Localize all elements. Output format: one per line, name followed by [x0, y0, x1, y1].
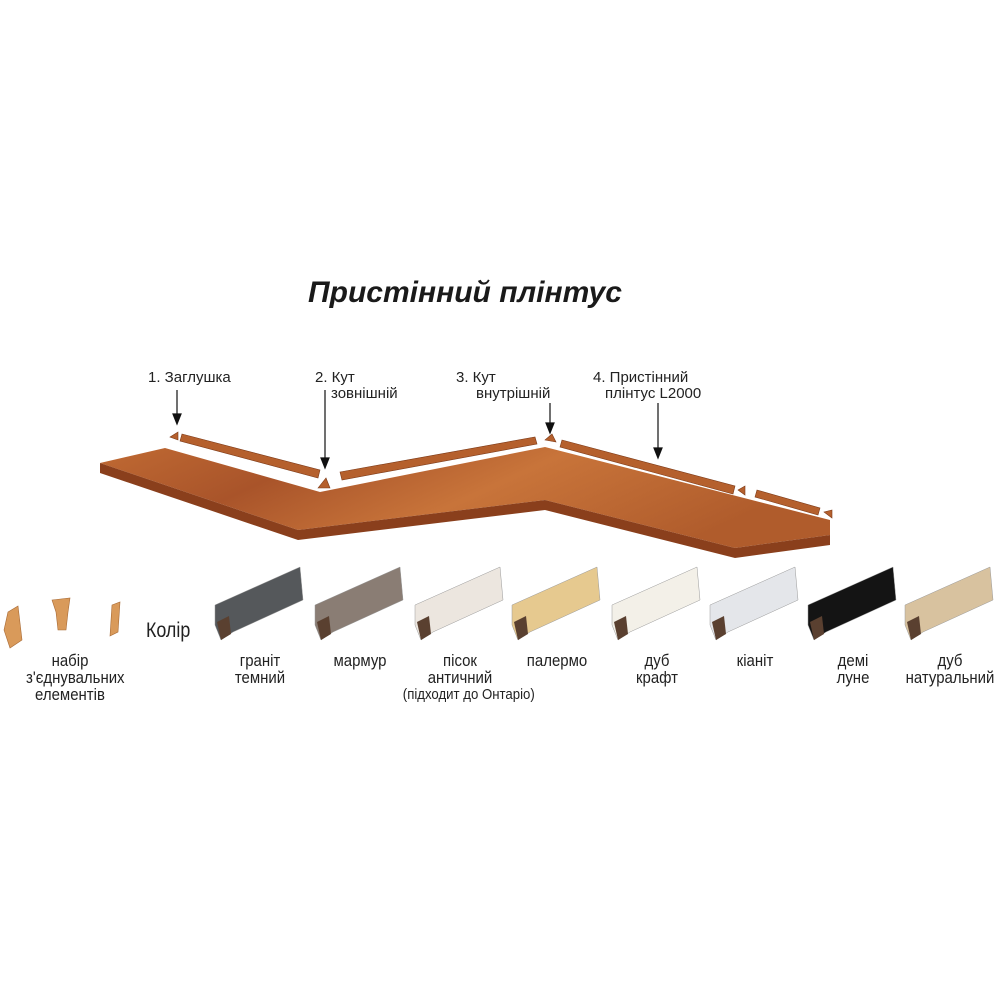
swatch-5: [709, 566, 799, 641]
arrow-head-icon: [320, 457, 330, 470]
end-cap-icon: [823, 509, 833, 519]
color-caption: мармур: [303, 652, 417, 669]
swatch-3: [511, 566, 601, 641]
color-caption: палермо: [500, 652, 614, 669]
callout-label: 1. Заглушка: [148, 369, 231, 386]
plinth-profile-icon: [214, 566, 304, 641]
plinth-lip-icon: [907, 616, 921, 640]
plinth-profile-icon: [511, 566, 601, 641]
connectors-caption: набір з'єднувальних елементів: [26, 651, 125, 704]
plinth-profile-icon: [314, 566, 404, 641]
swatch-0: [214, 566, 304, 641]
countertop: [100, 447, 830, 558]
callout-label: 3. Кут: [456, 369, 496, 386]
caption-line: демі: [837, 651, 869, 670]
plinth-lip-icon: [217, 616, 231, 640]
plinth-lip-icon: [712, 616, 726, 640]
swatch-7: [904, 566, 994, 641]
swatch-2: [414, 566, 504, 641]
caption-line: кіаніт: [736, 651, 774, 670]
arrows: [172, 390, 663, 470]
plinth-lip-icon: [317, 616, 331, 640]
plinth-lip-icon: [514, 616, 528, 640]
plinth-profile-icon: [414, 566, 504, 641]
end-cap-piece-icon: [3, 605, 23, 649]
caption-line: палермо: [526, 651, 588, 670]
color-label: Колір: [146, 619, 191, 642]
caption-line: темний: [234, 668, 286, 687]
callout-label: внутрішній: [476, 385, 551, 402]
swatch-4: [611, 566, 701, 641]
end-cap-icon: [169, 431, 179, 441]
swatch-1: [314, 566, 404, 641]
callout-end-cap: 1. Заглушка: [148, 370, 231, 386]
caption-line: луне: [836, 668, 870, 687]
caption-line: дуб: [937, 651, 963, 670]
callout-label: плінтус L2000: [605, 385, 702, 402]
caption-line: крафт: [635, 668, 679, 687]
end-cap-icon: [737, 485, 746, 496]
corner-piece-icon: [51, 597, 71, 631]
callout-label: 2. Кут: [315, 369, 355, 386]
plinth-profile-icon: [709, 566, 799, 641]
arrow-head-icon: [545, 422, 555, 435]
backsplash-strips: [169, 431, 833, 519]
connector-set: [3, 597, 121, 649]
plinth-profile-icon: [611, 566, 701, 641]
caption-line: мармур: [333, 651, 387, 670]
caption-line: дуб: [644, 651, 670, 670]
color-caption: кіаніт: [698, 652, 812, 669]
callout-label: 4. Пристінний: [593, 369, 689, 386]
swatch-6: [807, 566, 897, 641]
arrow-head-icon: [172, 413, 182, 426]
color-swatches: [214, 566, 994, 641]
caption-line: пісок: [443, 651, 477, 670]
outer-corner-icon: [317, 477, 331, 489]
plinth-lip-icon: [614, 616, 628, 640]
caption-line: натуральний: [905, 668, 995, 687]
page-title: Пристінний плінтус: [308, 276, 622, 309]
caption-line: граніт: [239, 651, 281, 670]
connector-piece-icon: [109, 601, 121, 637]
inner-corner-icon: [544, 433, 557, 443]
plinth-lip-icon: [810, 616, 824, 640]
caption-line: античний: [427, 668, 493, 687]
arrow-head-icon: [653, 447, 663, 460]
plinth-lip-icon: [417, 616, 431, 640]
caption-line: (підходит до Онтаріо): [402, 686, 535, 703]
plinth-profile-icon: [904, 566, 994, 641]
caption-line: з'єднувальних: [26, 668, 125, 687]
caption-line: елементів: [35, 685, 105, 704]
caption-line: набір: [51, 651, 89, 670]
plinth-profile-icon: [807, 566, 897, 641]
callout-label: зовнішній: [331, 385, 398, 402]
